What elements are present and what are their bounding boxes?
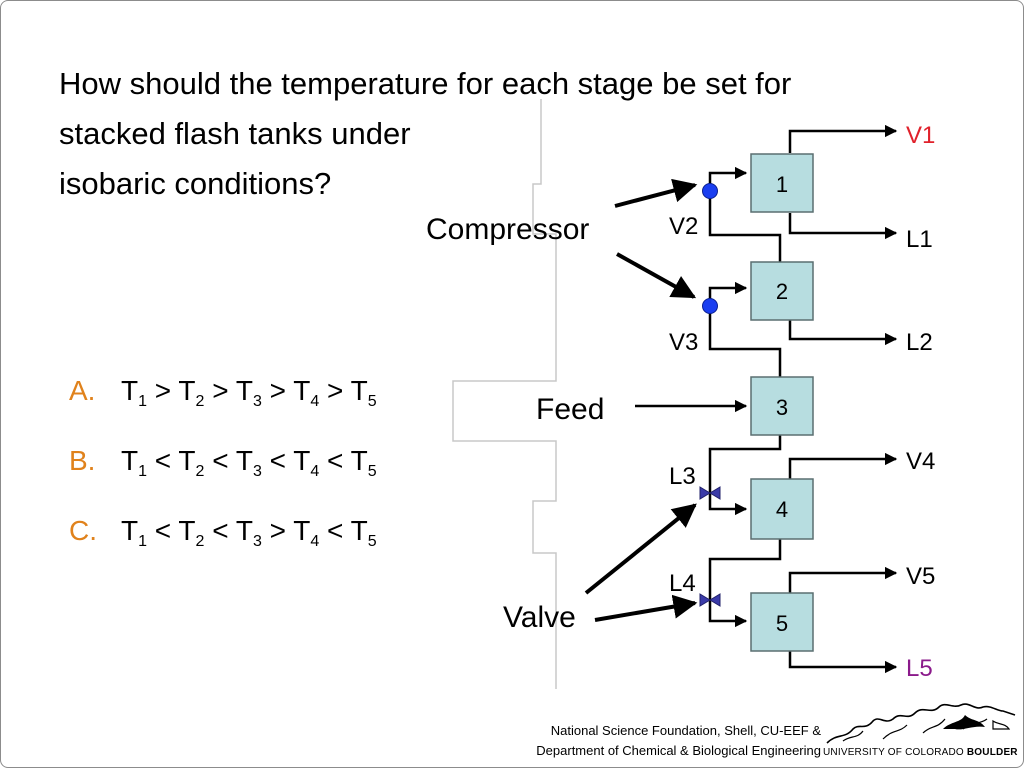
university-name: UNIVERSITY OF COLORADO BOULDER — [823, 747, 1018, 758]
compressor-arrow-2 — [616, 252, 697, 299]
question-line-3: isobaric conditions? — [59, 166, 332, 201]
compressor-1-icon — [702, 183, 718, 199]
label-l1: L1 — [906, 226, 933, 253]
image-border — [452, 99, 557, 689]
label-valve: Valve — [503, 601, 576, 634]
label-v5: V5 — [906, 563, 935, 590]
choice-letter: C. — [69, 515, 97, 546]
svg-text:5: 5 — [776, 611, 788, 636]
label-l4: L4 — [669, 570, 696, 597]
footer-line-2: Department of Chemical & Biological Engi… — [536, 743, 821, 758]
valve-1-icon — [699, 486, 721, 500]
label-v4: V4 — [906, 448, 935, 475]
svg-text:4: 4 — [776, 497, 788, 522]
label-l5: L5 — [906, 655, 933, 682]
compressor-2-icon — [702, 298, 718, 314]
choice-a[interactable]: A. T1 > T2 > T3 > T4 > T5 — [69, 375, 377, 411]
stage-4: 4 — [750, 478, 814, 540]
valve-arrow-2 — [594, 594, 698, 622]
svg-text:2: 2 — [776, 279, 788, 304]
stream-l2-line — [788, 319, 898, 346]
stream-l1-line — [788, 213, 898, 240]
stage-3: 3 — [750, 376, 814, 436]
choice-c[interactable]: C. T1 < T2 < T3 > T4 < T5 — [69, 515, 377, 551]
stream-v1-line — [788, 124, 898, 153]
stage-5: 5 — [750, 592, 814, 652]
label-l2: L2 — [906, 329, 933, 356]
footer-credits: National Science Foundation, Shell, CU-E… — [501, 721, 821, 761]
svg-text:1: 1 — [776, 172, 788, 197]
choice-letter: B. — [69, 445, 96, 476]
label-v3: V3 — [669, 329, 698, 356]
svg-text:3: 3 — [776, 395, 788, 420]
stream-v5-line — [788, 566, 898, 593]
stream-l5-line — [788, 651, 898, 674]
label-compressor: Compressor — [426, 213, 589, 246]
stage-1: 1 — [750, 153, 814, 213]
question-text: How should the temperature for each stag… — [59, 59, 959, 209]
cu-boulder-logo-icon — [826, 703, 1016, 744]
choice-letter: A. — [69, 375, 96, 406]
valve-arrow-1 — [584, 503, 697, 595]
choice-text: T1 < T2 < T3 > T4 < T5 — [121, 515, 377, 550]
flash-tank-diagram: 1 2 3 4 5 — [426, 99, 935, 689]
stream-v2-line — [708, 166, 782, 263]
stream-v4-line — [788, 452, 898, 479]
stage-2: 2 — [750, 261, 814, 321]
choice-text: T1 < T2 < T3 < T4 < T5 — [121, 445, 377, 480]
compressor-arrow-1 — [614, 178, 698, 208]
label-feed: Feed — [536, 393, 604, 426]
stream-l4-line — [708, 539, 782, 628]
choice-b[interactable]: B. T1 < T2 < T3 < T4 < T5 — [69, 445, 377, 481]
answer-choices: A. T1 > T2 > T3 > T4 > T5 B. T1 < T2 < T3 … — [69, 375, 377, 585]
footer-line-1: National Science Foundation, Shell, CU-E… — [550, 723, 821, 738]
question-line-1: How should the temperature for each stag… — [59, 66, 792, 101]
stream-l3-line — [708, 435, 782, 516]
label-v1: V1 — [906, 122, 935, 149]
label-l3: L3 — [669, 463, 696, 490]
stream-v3-line — [708, 281, 782, 377]
question-line-2: stacked flash tanks under — [59, 116, 411, 151]
label-v2: V2 — [669, 213, 698, 240]
choice-text: T1 > T2 > T3 > T4 > T5 — [121, 375, 377, 410]
valve-2-icon — [699, 593, 721, 607]
